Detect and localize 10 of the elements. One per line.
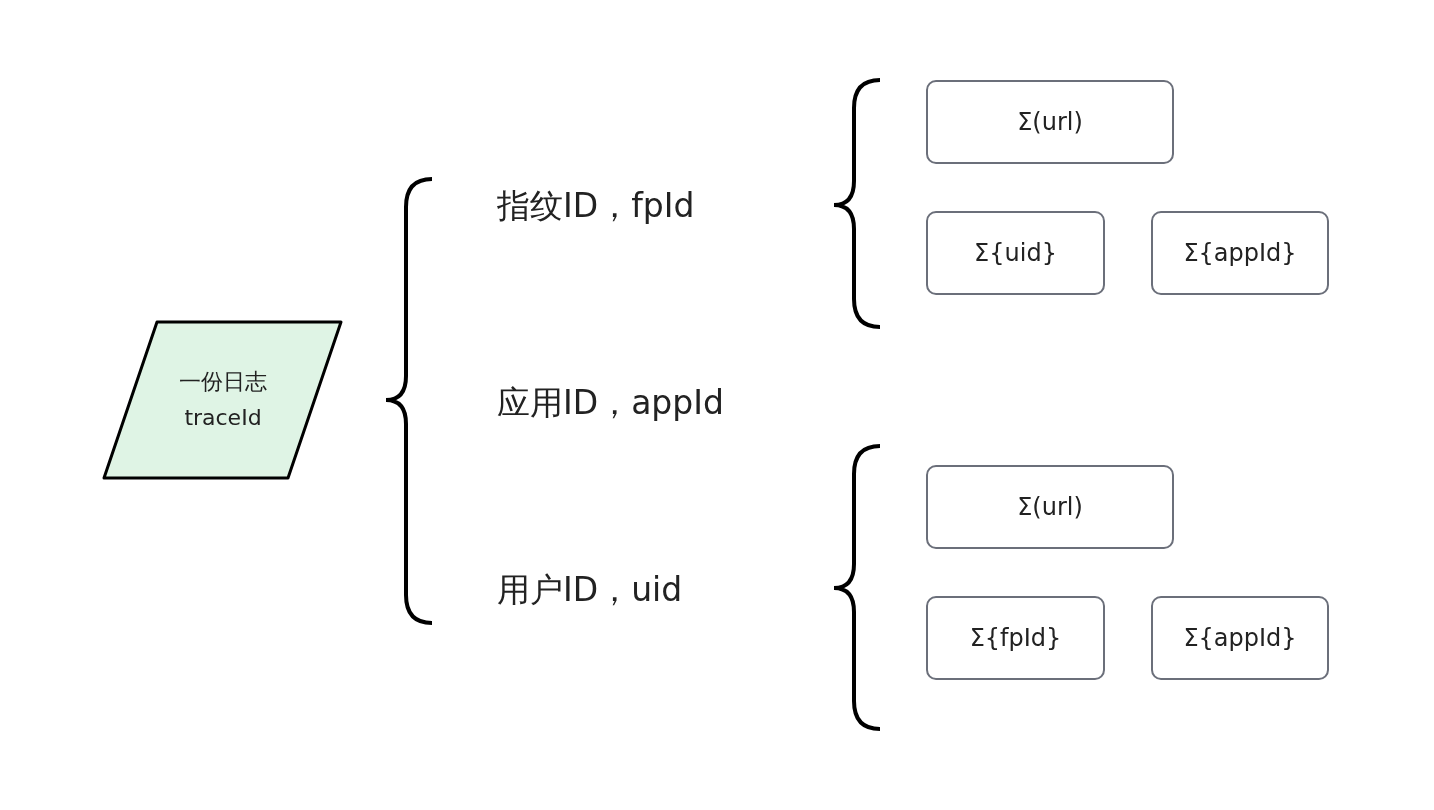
id-label: 用户ID，uid	[497, 570, 683, 610]
rounded-box: Σ{appId}	[1151, 596, 1329, 680]
rounded-box: Σ(url)	[926, 80, 1174, 164]
rounded-box: Σ{uid}	[926, 211, 1105, 295]
rounded-box: Σ{appId}	[1151, 211, 1329, 295]
id-label: 应用ID，appId	[497, 383, 724, 423]
parallelogram: 一份日志 traceId	[102, 320, 344, 480]
id-label: 指纹ID，fpId	[497, 186, 695, 226]
rounded-box: Σ{fpId}	[926, 596, 1105, 680]
rounded-box: Σ(url)	[926, 465, 1174, 549]
